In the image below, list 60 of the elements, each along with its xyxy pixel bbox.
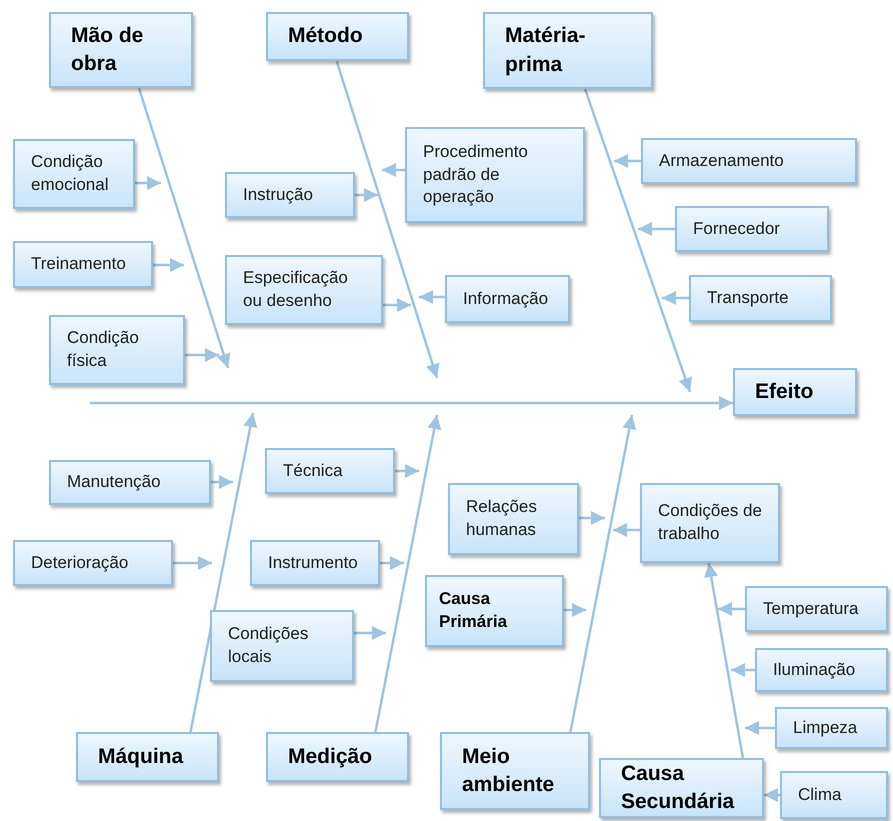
- cause-box: Clima: [780, 771, 888, 819]
- cause-box: Causa Primária: [425, 575, 564, 647]
- arrow: [419, 290, 445, 304]
- arrow: [189, 412, 258, 732]
- cause-box: Armazenamento: [641, 138, 857, 184]
- cause-box: Temperatura: [745, 586, 888, 632]
- arrow: [395, 464, 419, 478]
- arrow: [764, 788, 780, 802]
- category-box: Medição: [266, 732, 409, 782]
- cause-box: Manutenção: [49, 460, 211, 505]
- arrow: [380, 556, 404, 570]
- arrow: [90, 396, 733, 410]
- cause-box: Fornecedor: [675, 206, 829, 252]
- arrow: [383, 298, 411, 312]
- cause-box: Procedimento padrão de operação: [405, 127, 585, 223]
- cause-box: Condições locais: [210, 610, 354, 682]
- category-box: Máquina: [76, 732, 219, 782]
- cause-box: Técnica: [265, 448, 395, 494]
- arrow: [355, 188, 378, 202]
- category-box: Método: [266, 12, 409, 61]
- arrow: [614, 154, 641, 168]
- arrow: [135, 176, 161, 190]
- arrow: [662, 291, 689, 305]
- arrow: [335, 60, 440, 378]
- cause-box: Deterioração: [13, 540, 173, 586]
- category-box: Efeito: [733, 368, 857, 416]
- arrow: [579, 511, 605, 525]
- arrow: [731, 663, 755, 677]
- arrow: [569, 414, 636, 732]
- cause-box: Instrumento: [250, 540, 380, 586]
- arrow: [211, 475, 233, 489]
- cause-box: Condição emocional: [13, 139, 135, 209]
- arrow: [564, 603, 586, 617]
- arrow: [613, 523, 640, 537]
- arrow: [382, 163, 405, 177]
- arrow: [704, 562, 744, 758]
- category-box: Causa Secundária: [599, 758, 764, 818]
- arrow: [153, 258, 184, 272]
- arrow: [185, 348, 219, 362]
- cause-box: Treinamento: [13, 241, 153, 288]
- cause-box: Instrução: [225, 172, 355, 218]
- cause-box: Informação: [445, 275, 570, 323]
- cause-box: Limpeza: [775, 707, 888, 749]
- arrow: [138, 88, 230, 368]
- cause-box: Condição física: [49, 315, 185, 385]
- category-box: Meio ambiente: [440, 732, 590, 810]
- arrow: [374, 414, 442, 732]
- cause-box: Relações humanas: [448, 483, 579, 555]
- arrow: [173, 556, 212, 570]
- category-box: Mão de obra: [49, 12, 193, 88]
- category-box: Matéria-prima: [483, 12, 653, 89]
- cause-box: Iluminação: [755, 648, 888, 692]
- arrow: [584, 88, 692, 392]
- cause-box: Especificação ou desenho: [225, 255, 383, 325]
- arrow: [745, 721, 775, 735]
- cause-box: Transporte: [689, 275, 832, 322]
- arrow: [638, 222, 675, 236]
- cause-box: Condições de trabalho: [640, 483, 780, 563]
- arrow: [718, 602, 745, 616]
- arrow: [354, 626, 386, 640]
